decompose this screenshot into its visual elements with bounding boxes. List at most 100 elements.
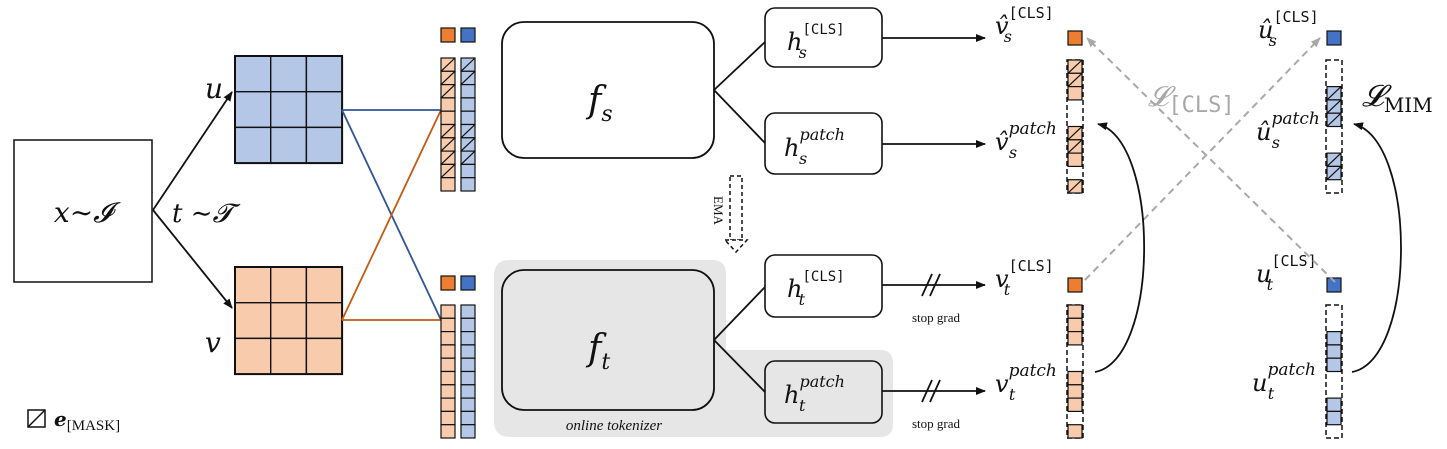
view-u-patch-cell — [234, 90, 272, 129]
vt-patch-token — [1067, 331, 1083, 346]
student-patch-token-blue-mask — [460, 137, 476, 152]
student-to-patch-head-line — [713, 89, 766, 144]
teacher-patch-token-blue — [460, 384, 476, 399]
stop-grad-label-cls: stop grad — [912, 310, 961, 325]
view-v-patch-cell — [270, 266, 308, 304]
view-v-patch-cell — [305, 302, 343, 340]
view-u-patch-grid — [234, 55, 344, 165]
student-patch-token-orange-mask — [440, 84, 456, 99]
augment-arrow-up — [152, 91, 233, 211]
student-patch-token-blue — [460, 83, 476, 99]
input-image-box — [13, 139, 153, 283]
teacher-cls-token-orange — [440, 275, 456, 291]
ema-arrow-icon — [729, 175, 743, 241]
student-cls-head-label: h[CLS]s — [787, 22, 845, 62]
teacher-cls-head-label: h[CLS]t — [787, 269, 845, 309]
teacher-patch-token-blue — [460, 357, 476, 373]
view-u-patch-cell — [234, 55, 272, 93]
teacher-to-cls-head-line — [713, 286, 766, 341]
teacher-cls-head-box — [764, 254, 883, 318]
mask-token-icon — [27, 409, 46, 428]
view-v-patch-grid — [234, 266, 344, 376]
us-patch-token-mask — [1326, 112, 1342, 127]
vt-patch-token — [1067, 397, 1083, 413]
input-label: x∼𝓘 — [54, 196, 121, 229]
ut-patch-token — [1326, 344, 1342, 359]
teacher-patch-token-blue — [460, 424, 476, 439]
view-u-patch-cell — [270, 126, 308, 164]
student-patch-token-orange-mask — [440, 163, 456, 179]
teacher-patch-token-orange — [440, 357, 456, 373]
student-encoder-box — [501, 21, 715, 159]
vt-patch-token — [1067, 384, 1083, 399]
student-patch-token-blue — [460, 177, 476, 192]
us-patch-token-frame — [1325, 59, 1343, 194]
cls-loss-label: 𝓛[CLS] — [1148, 80, 1235, 118]
student-patch-token-blue — [460, 163, 476, 179]
teacher-patch-token-orange — [440, 384, 456, 399]
us-patch-token-mask — [1326, 86, 1342, 101]
ut-patch-token-frame — [1325, 304, 1343, 439]
view-u-patch-cell — [234, 126, 272, 164]
teacher-to-patch-head-line — [713, 339, 766, 393]
mim-loss-label: 𝓛MIM — [1362, 79, 1433, 117]
stop-grad-icon — [921, 273, 941, 403]
ut-cls-token — [1326, 277, 1342, 293]
student-patch-token-orange — [440, 97, 456, 112]
us-cls-token — [1326, 30, 1342, 46]
view-v-patch-cell — [305, 337, 343, 375]
vt-cls-token — [1067, 277, 1083, 293]
vt-patch-token — [1067, 317, 1083, 333]
token-columns — [440, 27, 476, 439]
ut-patch-token — [1326, 410, 1342, 426]
teacher-patch-token-orange — [440, 397, 456, 413]
vs-patch-token — [1067, 85, 1083, 101]
vs-cls-token — [1067, 30, 1083, 46]
vs-patch-token-mask — [1067, 139, 1083, 154]
view-u-patch-cell — [305, 55, 343, 93]
vs-patch-token-mask — [1067, 126, 1083, 141]
student-patch-token-blue-mask — [460, 70, 476, 86]
view-u-patch-cell — [270, 55, 308, 93]
view-u-patch-cell — [270, 90, 308, 129]
augment-label: t ∼𝓣 — [172, 199, 240, 229]
view-u-label: u — [205, 72, 223, 105]
teacher-patch-token-orange — [440, 344, 456, 359]
view-v-patch-cell — [234, 266, 272, 304]
teacher-patch-token-orange — [440, 317, 456, 333]
teacher-patch-token-blue — [460, 344, 476, 359]
view-v-patch-cell — [270, 337, 308, 375]
vt-patch-token — [1067, 304, 1083, 319]
output-token-stacks — [1066, 30, 1343, 439]
teacher-encoder-box — [501, 269, 715, 411]
vs-patch-token — [1067, 152, 1083, 168]
cls-loss-arrow-to-vs — [1086, 37, 1336, 283]
v-to-student-orange-line — [341, 109, 442, 321]
student-patch-token-blue — [460, 97, 476, 112]
view-v-patch-cell — [305, 266, 343, 304]
ema-label: EMA — [711, 196, 726, 226]
student-patch-token-orange-mask — [440, 137, 456, 152]
augment-arrow-down — [152, 209, 233, 309]
teacher-patch-token-orange — [440, 331, 456, 346]
student-patch-token-orange-mask — [440, 57, 456, 72]
student-to-cls-head-line — [713, 41, 766, 91]
mim-arrow-u — [1351, 122, 1402, 373]
teacher-patch-token-orange — [440, 370, 456, 386]
teacher-patch-token-orange — [440, 410, 456, 426]
teacher-patch-token-blue — [460, 304, 476, 319]
student-patch-token-blue-mask — [460, 150, 476, 165]
view-v-label: v — [205, 326, 221, 359]
teacher-patch-token-orange — [440, 304, 456, 319]
ut-cls-label: u[CLS]t — [1256, 252, 1317, 294]
student-patch-token-blue-mask — [460, 124, 476, 139]
teacher-patch-token-orange — [440, 424, 456, 439]
teacher-patch-head-box — [764, 360, 883, 424]
us-patch-token-mask — [1326, 165, 1342, 181]
